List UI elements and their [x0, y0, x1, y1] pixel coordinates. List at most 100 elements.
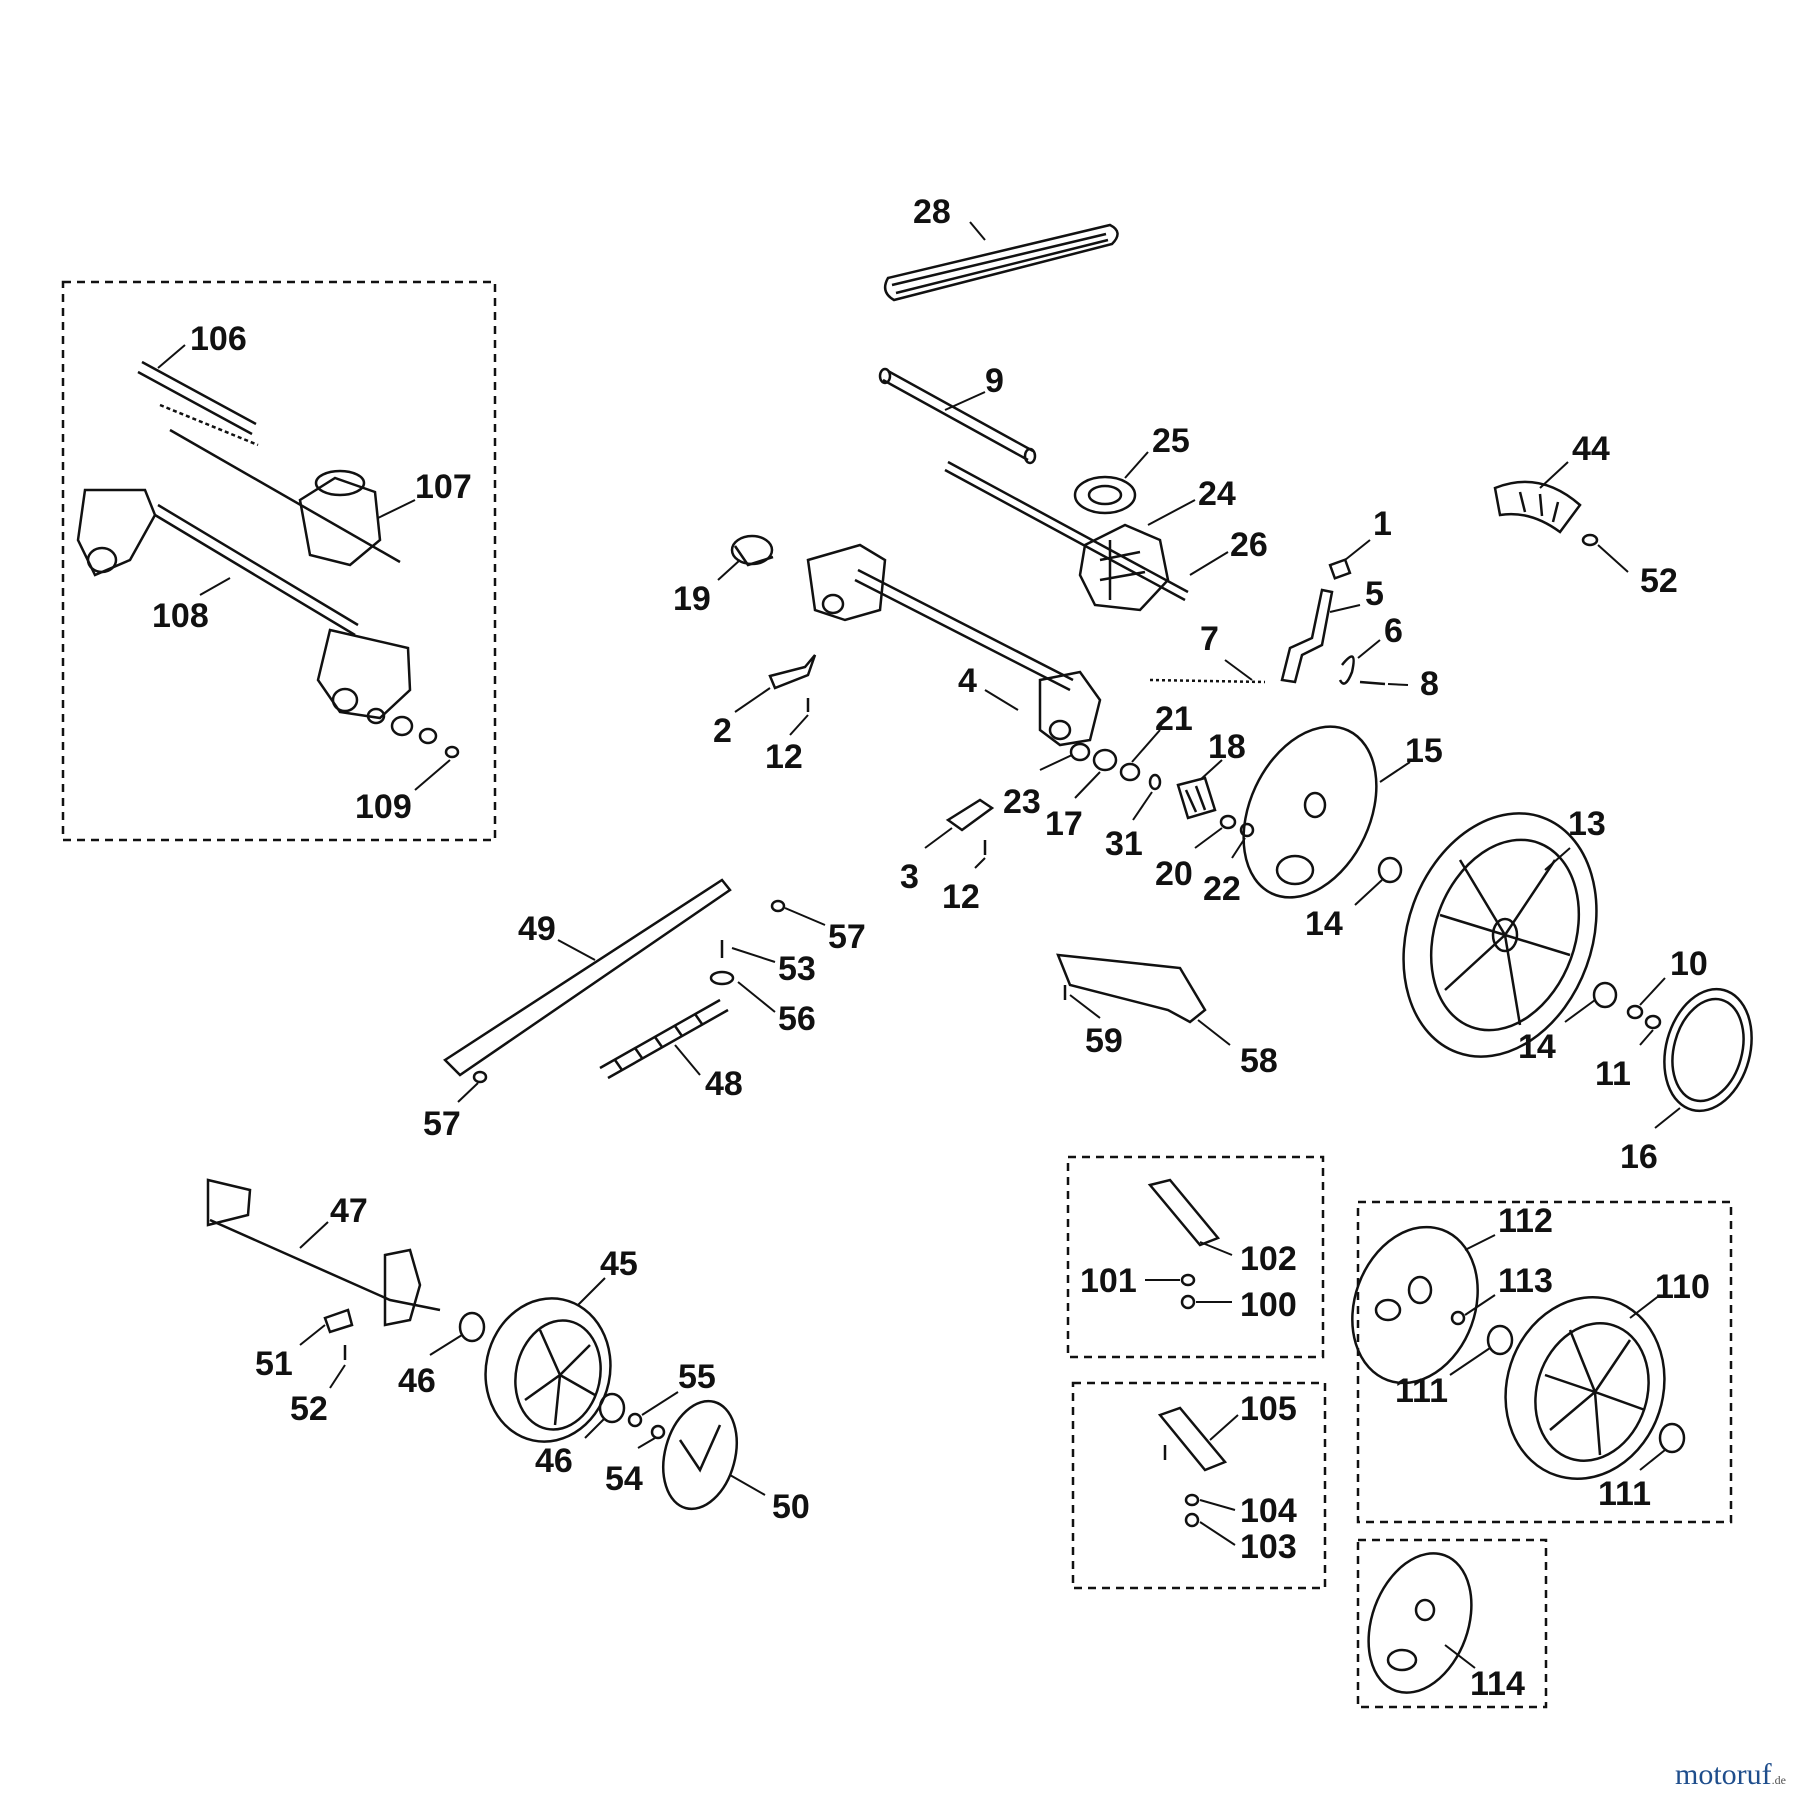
callout-44: 44	[1572, 430, 1610, 468]
callout-46: 46	[398, 1362, 436, 1400]
leader-107	[377, 499, 416, 519]
screw-52-a	[1581, 533, 1599, 547]
washer-101	[1180, 1273, 1196, 1287]
front-axle-47-handle	[206, 1178, 252, 1227]
callout-15: 15	[1405, 732, 1443, 770]
leader-6	[1357, 639, 1381, 659]
callout-57: 57	[828, 918, 866, 956]
washer-104	[1184, 1493, 1200, 1507]
nut-11	[1644, 1014, 1662, 1030]
leader-24	[1147, 499, 1196, 526]
washer-109-d	[444, 745, 460, 759]
washer-109-c	[418, 727, 438, 745]
shaft-9-end	[878, 367, 892, 385]
gearbox-107	[298, 476, 382, 567]
callout-57: 57	[423, 1105, 461, 1143]
washer-10	[1626, 1004, 1644, 1020]
leader-13	[1544, 847, 1571, 871]
callout-51: 51	[255, 1345, 293, 1383]
callout-10: 10	[1670, 945, 1708, 983]
leader-1	[1344, 539, 1371, 561]
leader-50	[729, 1474, 766, 1496]
rear-wheel-13-spokes	[1439, 859, 1571, 1026]
callout-14: 14	[1518, 1028, 1556, 1066]
wheel-cap-50-logo	[678, 1424, 722, 1473]
callout-11: 11	[1595, 1055, 1631, 1093]
leader-11	[1639, 1029, 1654, 1046]
callout-113: 113	[1498, 1262, 1553, 1300]
leader-49	[557, 939, 596, 961]
leader-104	[1199, 1499, 1236, 1511]
leader-3	[924, 827, 953, 849]
hubcap-ring-16-inner	[1671, 997, 1745, 1103]
leader-20	[1194, 827, 1223, 849]
alt-wheel-110-spokes	[1544, 1329, 1646, 1456]
drive-belt-inner	[891, 232, 1109, 295]
callout-12: 12	[942, 878, 980, 916]
leader-57a	[784, 907, 826, 926]
clip-3	[945, 798, 995, 832]
screw-103	[1184, 1512, 1200, 1528]
rear-wheel-13	[1402, 812, 1598, 1058]
leader-111b	[1639, 1449, 1666, 1471]
callout-3: 3	[900, 858, 919, 896]
screw-55	[627, 1412, 643, 1428]
wheel-cover-15-hole	[1275, 854, 1315, 886]
washer-23	[1069, 742, 1091, 762]
alt-wheel-110	[1504, 1295, 1666, 1481]
callout-110: 110	[1655, 1268, 1710, 1306]
cover-44-ribs	[1518, 491, 1560, 523]
shaft-9	[882, 369, 1034, 462]
lever-5	[1280, 588, 1334, 684]
callout-20: 20	[1155, 855, 1193, 893]
wheel-cover-112-hole	[1374, 1298, 1402, 1322]
axle-108	[154, 503, 359, 637]
group-box-alt-cap	[1356, 1538, 1548, 1709]
clip-51	[323, 1308, 354, 1334]
leader-48	[674, 1044, 701, 1076]
group-box-bracket-set	[1071, 1381, 1327, 1590]
callout-2: 2	[713, 712, 732, 750]
leader-12b	[974, 857, 986, 869]
callout-52: 52	[290, 1390, 328, 1428]
callout-111: 111	[1598, 1475, 1651, 1513]
group-box-alt-wheel	[1356, 1200, 1733, 1524]
leader-55	[641, 1391, 679, 1416]
cover-44	[1493, 480, 1582, 534]
callout-106: 106	[190, 320, 247, 358]
callout-6: 6	[1384, 612, 1403, 650]
wheel-cover-114-hole	[1386, 1648, 1418, 1672]
leader-18	[1199, 759, 1223, 781]
wheel-cover-114	[1367, 1552, 1473, 1694]
group-box-alt-axle	[61, 280, 497, 842]
leader-58	[1197, 1019, 1231, 1046]
leader-17	[1074, 771, 1101, 799]
callout-25: 25	[1152, 422, 1190, 460]
leader-26	[1189, 551, 1229, 576]
callout-45: 45	[600, 1245, 638, 1283]
bracket-108-left	[76, 488, 157, 577]
watermark-tld: .de	[1771, 1773, 1786, 1787]
leader-54	[637, 1437, 656, 1449]
hubcap-ring-16	[1663, 987, 1753, 1113]
bracket-105	[1157, 1406, 1228, 1472]
callout-105: 105	[1240, 1390, 1297, 1428]
bearing-46-a	[458, 1311, 486, 1343]
group-box-clip-set	[1066, 1155, 1325, 1359]
callout-23: 23	[1003, 783, 1041, 821]
leader-109	[414, 759, 451, 791]
leader-22	[1231, 837, 1246, 859]
callout-19: 19	[673, 580, 711, 618]
pulley-107	[314, 469, 366, 497]
callout-9: 9	[985, 362, 1004, 400]
axle-4	[854, 568, 1074, 692]
callout-101: 101	[1080, 1262, 1137, 1300]
leader-51	[299, 1324, 326, 1346]
wheel-cover-114-hub	[1414, 1598, 1436, 1622]
callout-53: 53	[778, 950, 816, 988]
bracket-left	[806, 543, 887, 622]
bracket-58	[1056, 953, 1207, 1024]
callout-102: 102	[1240, 1240, 1297, 1278]
washer-109-b	[390, 715, 414, 737]
